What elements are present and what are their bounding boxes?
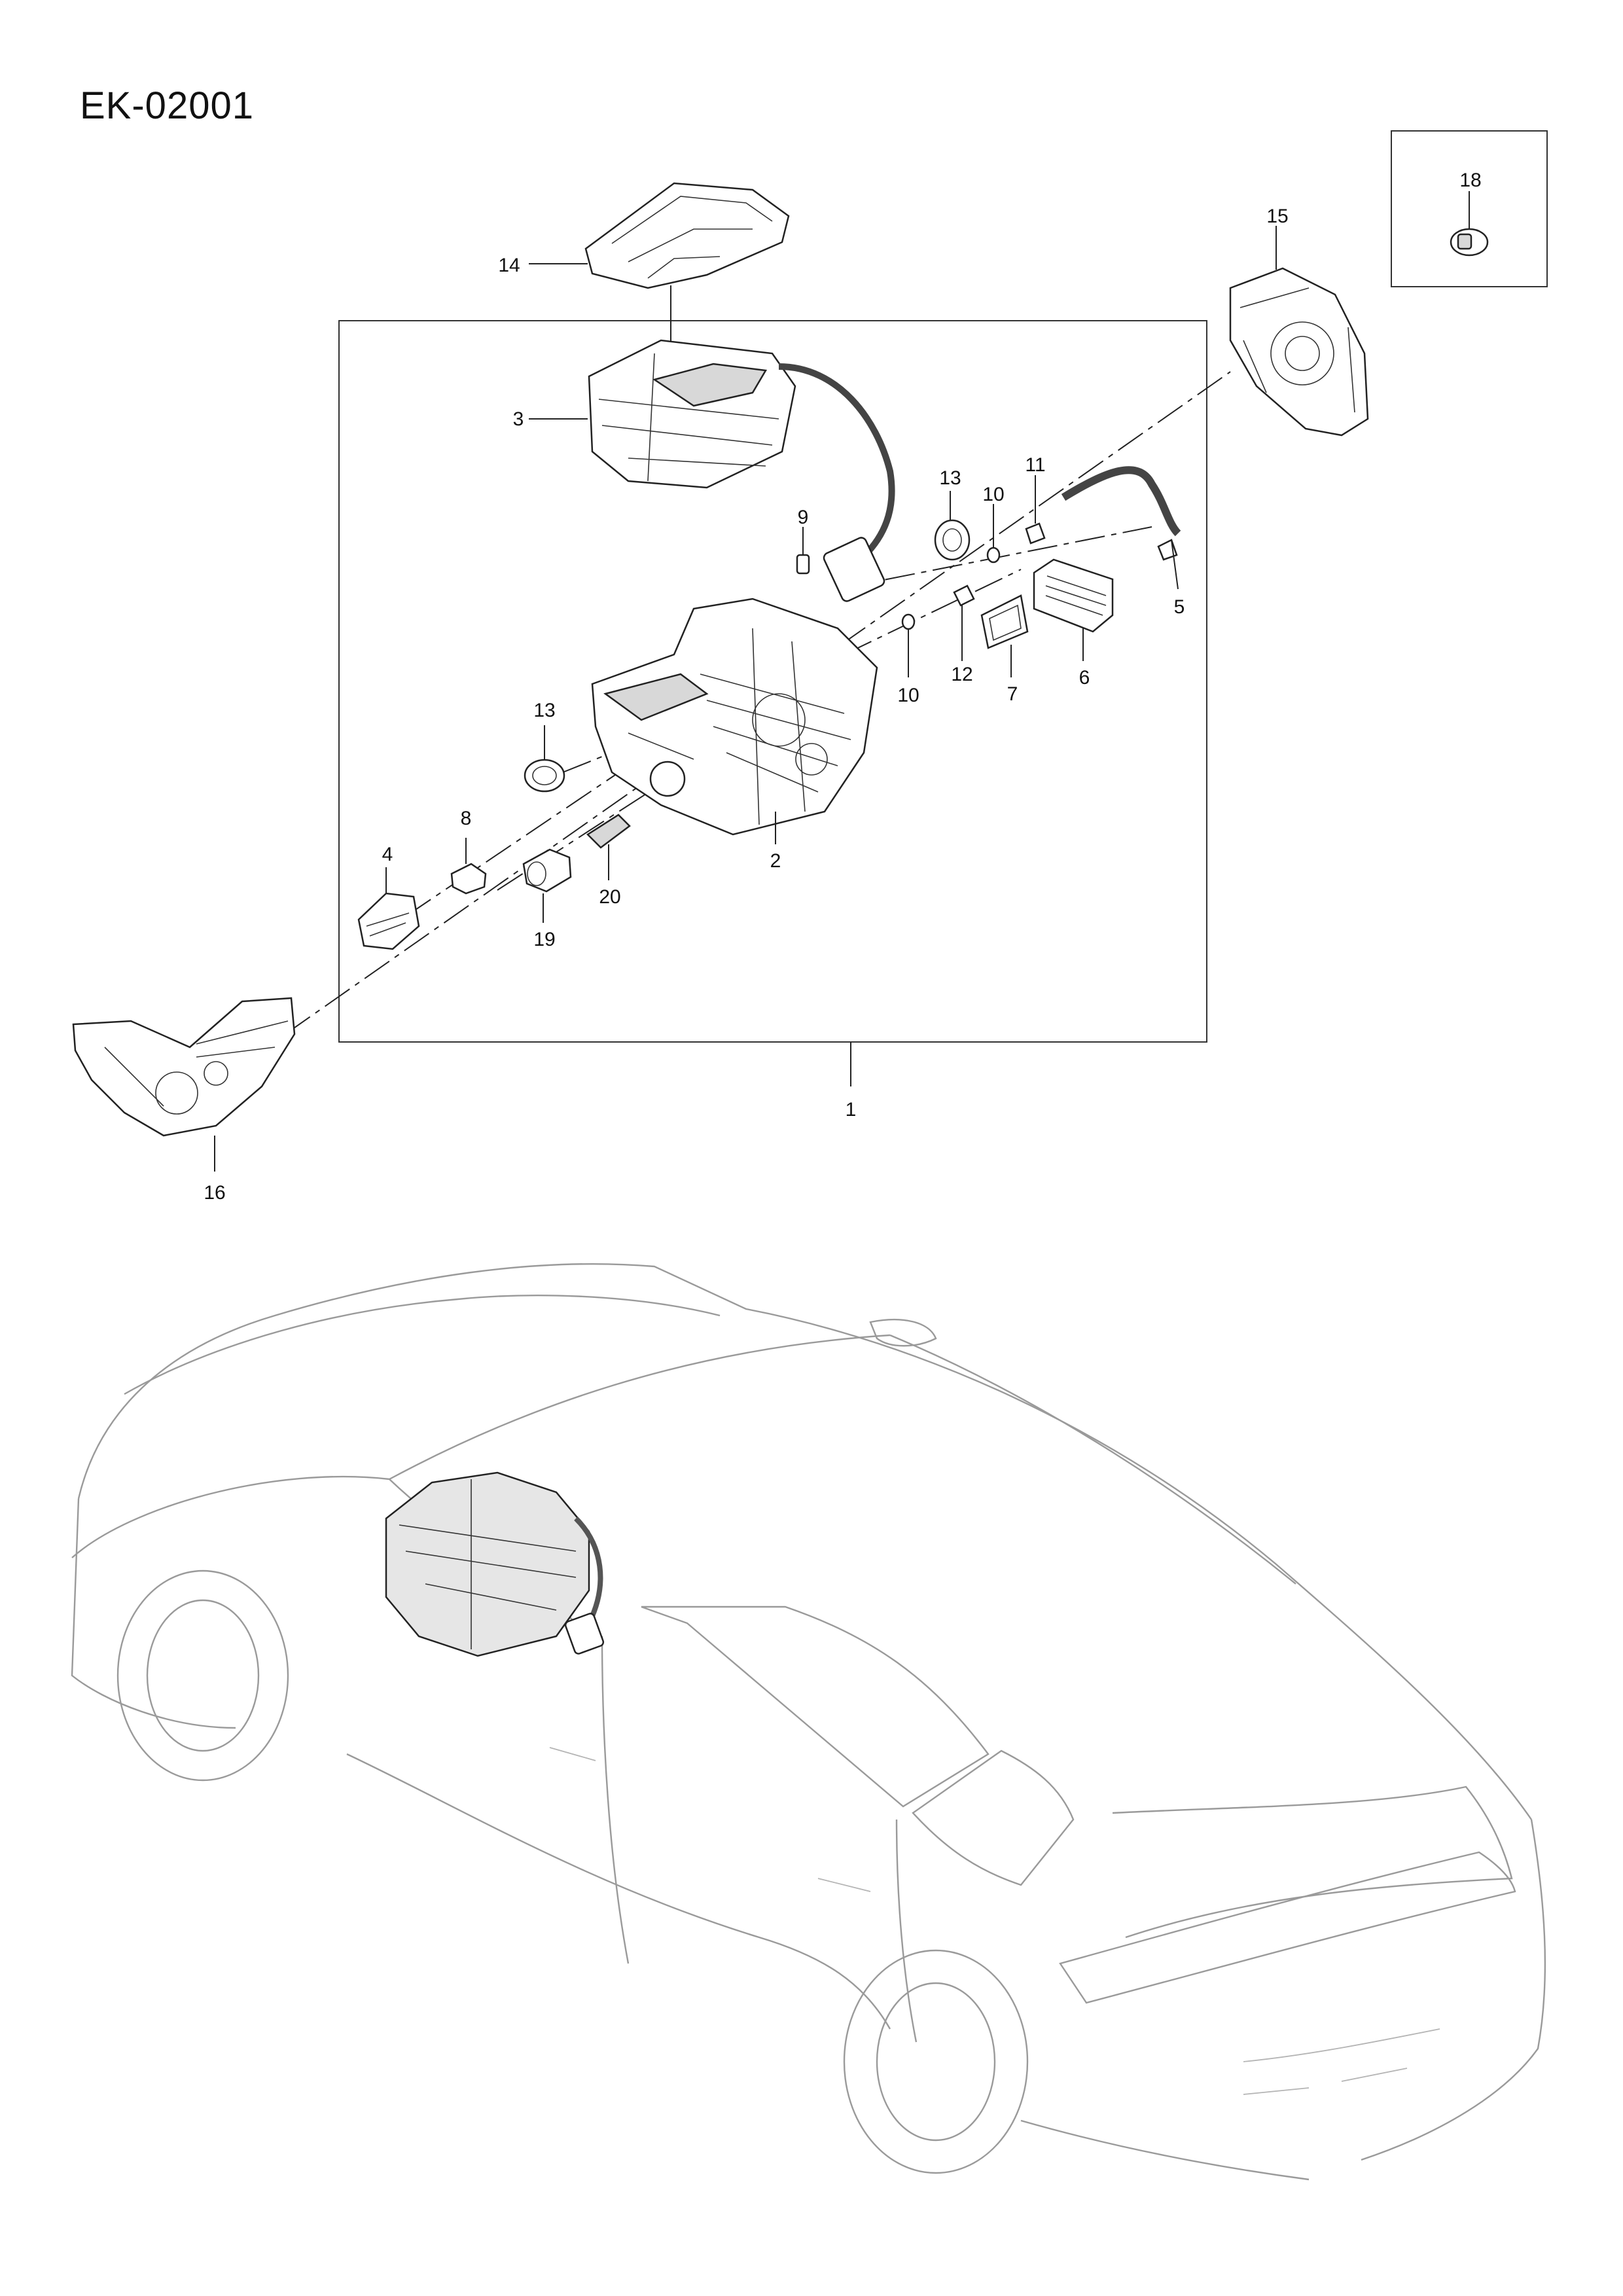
callout-12: 12 <box>951 664 972 685</box>
part-4-connector <box>357 892 420 950</box>
callout-15: 15 <box>1266 206 1288 227</box>
callout-10-upper: 10 <box>982 484 1004 505</box>
callout-14: 14 <box>498 255 520 276</box>
part-20-filter <box>586 814 631 880</box>
callout-9: 9 <box>798 507 809 528</box>
callout-20: 20 <box>599 886 620 908</box>
part-9-bleed-valve <box>796 527 810 575</box>
part-5-fitting <box>1157 539 1179 590</box>
part-6-oil-cooler <box>1033 558 1114 661</box>
callout-7: 7 <box>1007 683 1018 705</box>
part-13-seal-upper <box>934 491 971 561</box>
leader-lines <box>214 226 1277 1172</box>
callout-5: 5 <box>1174 596 1185 618</box>
callout-13-upper: 13 <box>939 467 961 489</box>
electric-drive-unit-icon <box>385 1471 605 1657</box>
part-19-sleeve <box>522 848 572 923</box>
part-18-clip <box>1450 191 1489 257</box>
part-7-gasket <box>980 594 1029 677</box>
callout-2: 2 <box>770 850 781 872</box>
callout-19: 19 <box>533 929 555 950</box>
vehicle-outline-icon <box>71 1263 1546 2181</box>
callout-8: 8 <box>461 808 472 829</box>
part-13-seal-lower <box>524 725 565 793</box>
callout-1: 1 <box>846 1099 857 1121</box>
document-title: EK-02001 <box>80 84 254 127</box>
callout-11: 11 <box>1025 454 1045 476</box>
part-11-fitting <box>1025 466 1181 545</box>
part-15-housing-cover <box>1229 267 1369 437</box>
callout-3: 3 <box>513 408 524 430</box>
callout-6: 6 <box>1079 667 1090 689</box>
part-16-housing-cover <box>72 997 296 1137</box>
part-14-cover <box>584 182 790 344</box>
part-8-plug <box>450 838 487 895</box>
callout-labels: 1 2 3 4 5 6 7 8 9 10 10 11 12 13 13 14 1… <box>204 170 1481 1204</box>
callout-13-lower: 13 <box>533 700 555 721</box>
callout-16: 16 <box>204 1182 225 1204</box>
part-12-fitting <box>953 584 975 661</box>
part-2-drive-unit <box>591 598 878 836</box>
callout-18: 18 <box>1459 170 1481 191</box>
assembly-frame <box>338 320 1207 1043</box>
callout-10-lower: 10 <box>897 685 919 706</box>
part-10-o-rings <box>901 504 1001 677</box>
detail-box-18 <box>1391 130 1548 287</box>
callout-4: 4 <box>382 844 393 865</box>
part-3-inverter <box>588 339 895 602</box>
